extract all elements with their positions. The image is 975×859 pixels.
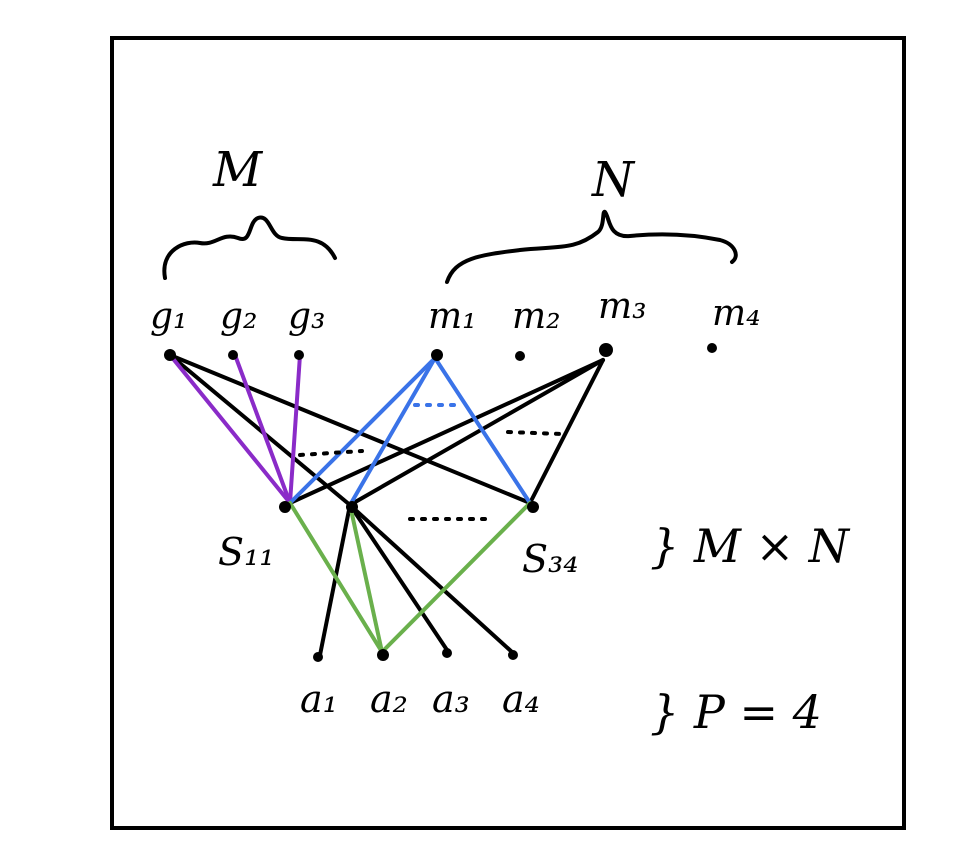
edge-g1-s34 xyxy=(168,353,532,505)
label-a2: a₂ xyxy=(370,677,408,721)
edge-m3-s34 xyxy=(528,358,605,505)
purple-edges xyxy=(168,353,302,505)
label-g3: g₃ xyxy=(288,296,325,337)
edge-g3-s11 xyxy=(288,353,302,505)
brace-m-group xyxy=(445,209,738,284)
node-s11 xyxy=(279,501,291,513)
edge-s11-a2 xyxy=(288,501,384,654)
edge-s21-a2 xyxy=(348,503,384,654)
label-m3: m₃ xyxy=(598,286,647,327)
label-s11: S₁₁ xyxy=(218,530,275,574)
label-m2: m₂ xyxy=(512,296,561,337)
label-a3: a₃ xyxy=(432,677,470,721)
node-a3 xyxy=(442,648,452,658)
blue-edges xyxy=(288,356,532,507)
ellipsis-black-right xyxy=(506,430,564,436)
ellipsis-black-left xyxy=(298,449,364,457)
brace-g-group xyxy=(162,215,337,280)
label-m4: m₄ xyxy=(712,293,761,334)
edge-g2-s11 xyxy=(233,353,292,505)
edge-m3-s11 xyxy=(288,358,605,505)
node-a2 xyxy=(377,649,389,661)
nodes xyxy=(164,343,717,662)
node-s21 xyxy=(346,501,358,513)
label-s34: S₃₄ xyxy=(522,537,579,581)
middle-count-annotation: } M × N xyxy=(650,519,851,573)
label-g1: g₁ xyxy=(150,296,187,337)
black-edges xyxy=(168,353,605,657)
edge-s21-a1 xyxy=(318,503,352,657)
label-a1: a₁ xyxy=(300,677,338,721)
bottom-count-annotation: } P = 4 xyxy=(650,685,822,739)
group-label-n: N xyxy=(591,152,636,208)
node-s34 xyxy=(527,501,539,513)
node-g3 xyxy=(294,350,304,360)
edge-m3-s21 xyxy=(348,358,605,507)
node-m1 xyxy=(431,349,443,361)
edge-g1-s21 xyxy=(168,353,352,507)
edge-s21-a4 xyxy=(348,503,514,654)
node-m4 xyxy=(707,343,717,353)
green-edges xyxy=(288,501,532,654)
edge-m1-s34 xyxy=(433,356,532,505)
node-a1 xyxy=(313,652,323,662)
node-m3 xyxy=(599,343,613,357)
label-g2: g₂ xyxy=(220,296,257,337)
label-a4: a₄ xyxy=(502,677,540,721)
edge-m1-s11 xyxy=(288,356,437,505)
node-g2 xyxy=(228,350,238,360)
node-a4 xyxy=(508,650,518,660)
edge-s21-a3 xyxy=(348,503,449,652)
label-m1: m₁ xyxy=(428,296,477,337)
node-g1 xyxy=(164,349,176,361)
edge-g1-s11 xyxy=(168,353,292,505)
group-label-m: M xyxy=(212,142,264,198)
frame-border xyxy=(110,36,906,830)
edge-m1-s21 xyxy=(348,356,437,507)
edge-s34-a2 xyxy=(380,501,532,654)
node-m2 xyxy=(515,351,525,361)
ellipsis-marks xyxy=(298,403,564,521)
